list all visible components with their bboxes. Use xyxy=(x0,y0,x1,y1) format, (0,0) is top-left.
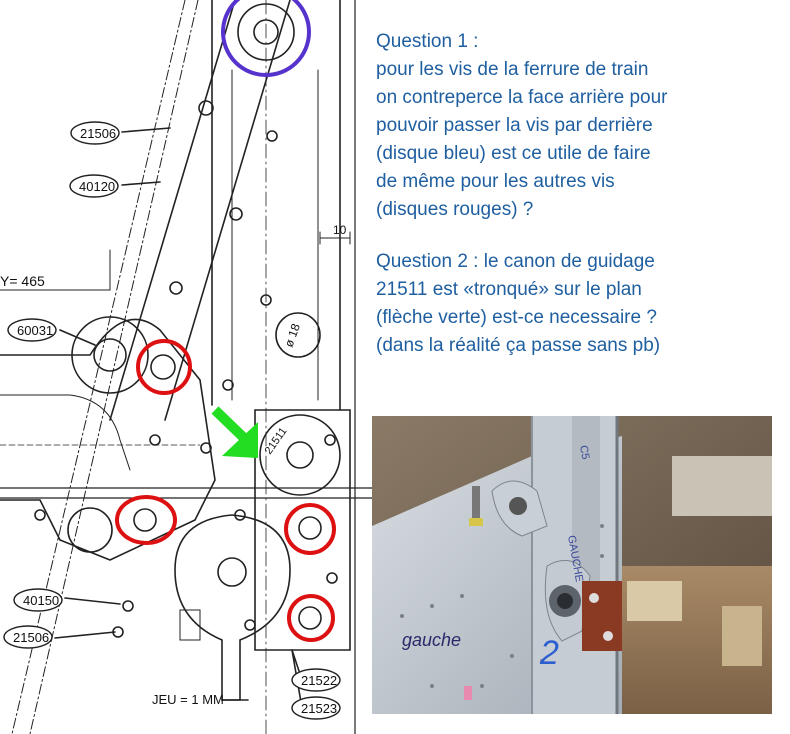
photo-of-assembly: GAUCHE C5 gauche 2 xyxy=(372,416,772,714)
red-disk-marker-1 xyxy=(136,339,192,395)
label-jeu: JEU = 1 MM xyxy=(152,692,224,707)
label-40120: 40120 xyxy=(79,179,115,194)
technical-drawing: 21506 40120 10 Y= 465 60031 ø 18 21511 4… xyxy=(0,0,372,734)
photo-label-number: 2 xyxy=(539,634,559,672)
questions-panel: Question 1 : pour les vis de la ferrure … xyxy=(376,28,786,372)
red-disk-marker-3 xyxy=(284,503,336,555)
green-arrow-icon xyxy=(211,406,258,458)
label-21522: 21522 xyxy=(301,673,337,688)
label-40150: 40150 xyxy=(23,593,59,608)
label-21523: 21523 xyxy=(301,701,337,716)
label-60031: 60031 xyxy=(17,323,53,338)
label-21511: 21511 xyxy=(263,425,290,456)
photo-label-c5: C5 xyxy=(577,444,591,460)
label-dimension-10: 10 xyxy=(333,223,347,237)
question-2-text: Question 2 : le canon de guidage 21511 e… xyxy=(376,251,661,356)
blue-disk-marker xyxy=(221,0,311,77)
label-21506-bottom: 21506 xyxy=(13,630,49,645)
red-disk-marker-4 xyxy=(287,594,335,642)
photo-label-gauche-hand: gauche xyxy=(402,630,461,650)
red-disk-marker-2 xyxy=(115,495,177,545)
label-diameter-18: ø 18 xyxy=(282,321,303,349)
label-y465: Y= 465 xyxy=(0,273,45,289)
question-1-text: Question 1 : pour les vis de la ferrure … xyxy=(376,31,668,220)
label-21506-top: 21506 xyxy=(80,126,116,141)
